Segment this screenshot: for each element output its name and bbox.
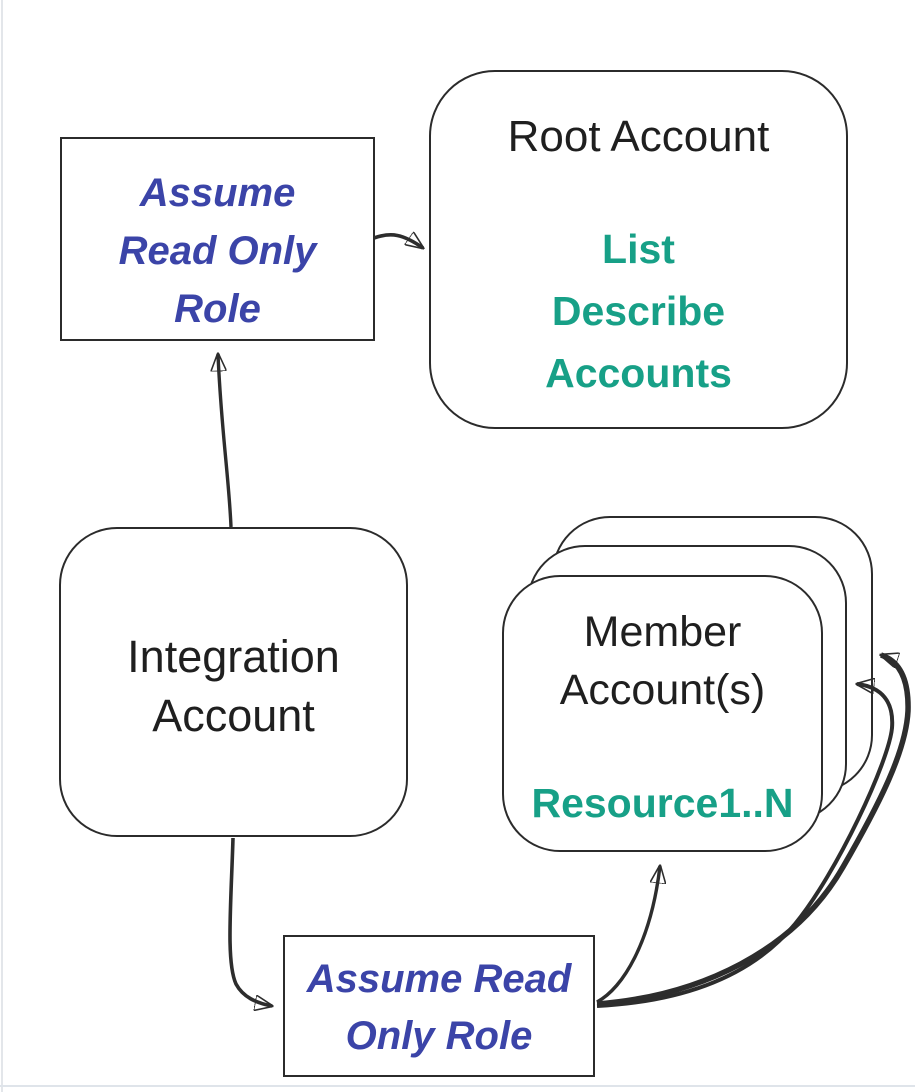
member-account-label-line2: Account(s) (559, 666, 766, 714)
root-action-describe: Describe (551, 288, 726, 334)
member-account-label-line1: Member (583, 608, 742, 656)
assume-top-line3: Role (174, 287, 261, 331)
assume-bottom-line1: Assume Read (306, 957, 572, 1001)
integration-account-line2: Account (152, 690, 315, 741)
assume-bottom-line2: Only Role (345, 1014, 533, 1058)
root-account-box: Root Account List Describe Accounts (429, 70, 848, 429)
page-bottom-edge-line (0, 1085, 915, 1087)
integration-account-box: Integration Account (59, 527, 408, 837)
page-left-edge-line (1, 0, 3, 1092)
root-action-list: List (602, 226, 675, 272)
arrow-integration-to-assume-top (218, 354, 233, 528)
integration-account-line1: Integration (127, 631, 340, 682)
root-action-accounts: Accounts (545, 350, 732, 396)
assume-top-line1: Assume (139, 171, 296, 215)
member-resources-label: Resource1..N (531, 780, 794, 826)
assume-top-line2: Read Only (118, 229, 317, 273)
member-account-card-front: Member Account(s) Resource1..N (502, 575, 823, 852)
assume-read-only-role-top-box: Assume Read Only Role (60, 137, 375, 341)
arrow-assume-bottom-to-member-front (596, 866, 660, 1004)
arrow-integration-to-assume-bottom (228, 837, 272, 1006)
arrow-assume-top-to-root-account (373, 235, 423, 248)
root-account-title: Root Account (507, 112, 770, 161)
root-account-actions: List Describe Accounts (545, 218, 732, 404)
assume-read-only-role-bottom-box: Assume Read Only Role (283, 935, 595, 1077)
